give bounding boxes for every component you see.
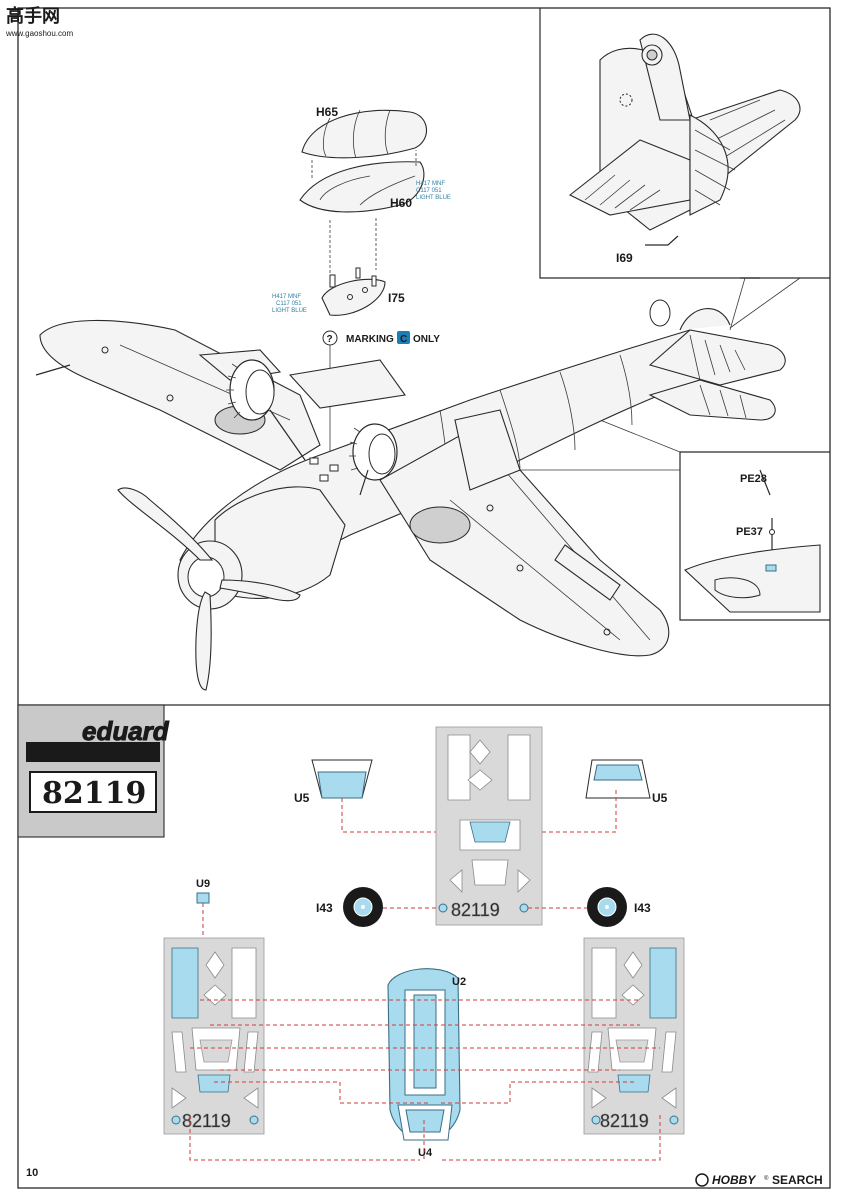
watermark-cn: 高手网 (6, 5, 60, 26)
part-label-pe28: PE28 (740, 473, 767, 485)
part-label-u5-left: U5 (294, 791, 310, 805)
part-label-u9: U9 (196, 878, 210, 890)
marking-prefix: MARKING (346, 334, 394, 345)
paint-callout-panel-3: LIGHT BLUE (272, 308, 307, 314)
question-icon: ? (327, 334, 333, 345)
part-label-u4: U4 (418, 1147, 433, 1159)
tail-inset: I69 (539, 8, 830, 331)
part-label-u2: U2 (452, 976, 466, 988)
part-label-h65: H65 (316, 105, 338, 119)
mask-sheet-right-number: 82119 (600, 1111, 649, 1131)
paint-callout-panel-1: H417 MNF (272, 294, 301, 300)
marking-suffix: ONLY (413, 334, 440, 345)
page-border (17, 7, 831, 1189)
part-label-pe37: PE37 (736, 526, 763, 538)
part-label-i43-left: I43 (316, 901, 333, 915)
brand-line: MASK (32, 743, 123, 763)
part-label-i75: I75 (388, 291, 405, 305)
logo-hobby: HOBBY (712, 1173, 756, 1187)
watermark: 高手网 www.gaoshou.com (5, 5, 73, 38)
antenna-inset: PE28 PE37 (520, 419, 830, 621)
hobby-search-logo: HOBBY ® SEARCH (695, 1173, 823, 1187)
part-label-i43-right: I43 (634, 901, 651, 915)
mask-sheet-left-number: 82119 (182, 1111, 231, 1131)
aircraft-drawing (35, 299, 786, 691)
marking-letter: C (400, 334, 407, 345)
marking-badge: MARKING C ONLY (346, 331, 440, 345)
paint-callout-canopy-1: H417 MNF (416, 181, 445, 187)
wheel-mask-left (343, 887, 383, 927)
paint-callout-canopy-3: LIGHT BLUE (416, 195, 451, 201)
part-label-u5-right: U5 (652, 791, 668, 805)
paint-callout-canopy-2: C117 051 (416, 188, 442, 194)
wheel-mask-right (587, 887, 627, 927)
wheel-right (349, 423, 398, 481)
logo-registered: ® (764, 1175, 769, 1182)
paint-callout-panel-2: C117 051 (276, 301, 302, 307)
part-label-h60: H60 (390, 196, 412, 210)
product-number: 82119 (42, 776, 146, 811)
wheel-left (226, 359, 275, 421)
brand-name: eduard (82, 716, 170, 746)
part-label-i69: I69 (616, 251, 633, 265)
mask-sheet-center-number: 82119 (451, 900, 500, 920)
mask-diagram: U5 U5 82119 I43 I43 (163, 726, 685, 1161)
brand-box: eduard MASK 82119 (17, 704, 170, 838)
logo-search: SEARCH (772, 1173, 823, 1187)
watermark-url: www.gaoshou.com (5, 29, 73, 38)
canopy-parts: H65 H60 H417 MNF C117 051 LIGHT BLUE I75… (272, 105, 451, 470)
page-number: 10 (26, 1167, 38, 1179)
